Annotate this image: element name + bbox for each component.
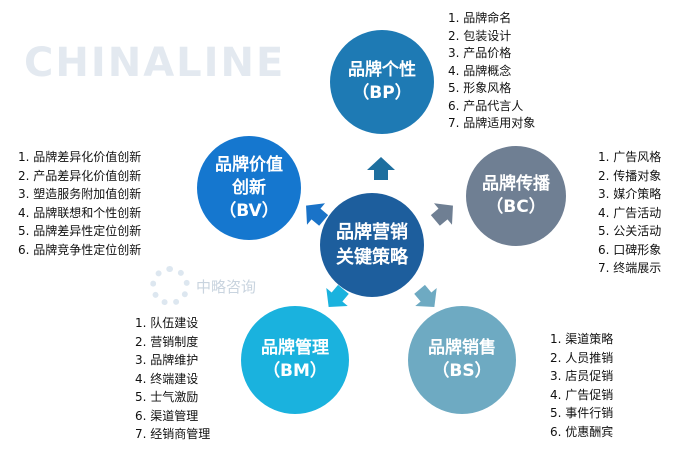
watermark-logo [150,266,190,306]
list-bv: 1. 品牌差异化价值创新 2. 产品差异化价值创新 3. 塑造服务附加值创新 4. 品… [18,148,141,259]
list-item: 6. 品牌竞争性定位创新 [18,242,142,257]
node-bp-label: 品牌个性（BP） [348,60,416,103]
list-item: 4. 广告促销 [550,387,614,402]
node-bc-label: 品牌传播（BC） [482,174,550,217]
list-item: 6. 渠道管理 [135,408,199,423]
list-item: 1. 品牌差异化价值创新 [18,150,142,164]
list-item: 6. 产品代言人 [448,98,524,113]
node-center: 品牌营销关键策略 [320,193,424,297]
list-item: 3. 店员促销 [550,369,614,383]
list-item: 5. 形象风格 [448,81,512,95]
list-item: 1. 广告风格 [598,150,662,164]
node-bs: 品牌销售（BS） [408,306,516,414]
list-item: 4. 品牌联想和个性创新 [18,205,142,220]
node-bs-label: 品牌销售（BS） [428,338,496,381]
list-item: 1. 品牌命名 [448,11,512,25]
list-item: 1. 队伍建设 [135,316,199,330]
center-label: 品牌营销关键策略 [336,222,408,268]
list-bs: 1. 渠道策略 2. 人员推销 3. 店员促销 4. 广告促销 5. 事件行销 6. 优惠… [550,330,613,441]
list-item: 3. 产品价格 [448,46,512,60]
list-bp: 1. 品牌命名 2. 包装设计 3. 产品价格 4. 品牌概念 5. 形象风格 6. 产品… [448,10,535,133]
list-item: 5. 公关活动 [598,224,662,238]
list-item: 7. 品牌适用对象 [448,116,536,130]
list-item: 5. 事件行销 [550,406,614,420]
node-bm-label: 品牌管理（BM） [261,338,329,381]
list-item: 2. 营销制度 [135,334,199,349]
watermark-brand: 中略咨询 [196,278,257,296]
list-bc: 1. 广告风格 2. 传播对象 3. 媒介策略 4. 广告活动 5. 公关活动 6. 口碑… [598,148,661,278]
list-item: 3. 品牌维护 [135,353,199,367]
list-item: 6. 优惠酬宾 [550,424,614,439]
arrow-up-right-icon [430,203,453,226]
node-bc: 品牌传播（BC） [466,146,566,246]
list-bm: 1. 队伍建设 2. 营销制度 3. 品牌维护 4. 终端建设 5. 士气激励 6. 渠道… [135,314,210,444]
node-bp: 品牌个性（BP） [330,30,434,134]
list-item: 4. 终端建设 [135,371,199,386]
list-item: 3. 媒介策略 [598,187,662,201]
list-item: 2. 人员推销 [550,350,614,365]
arrow-down-left-icon [326,284,349,307]
list-item: 2. 包装设计 [448,28,512,43]
list-item: 7. 终端展示 [598,261,662,275]
list-item: 7. 经销商管理 [135,427,211,441]
list-item: 5. 品牌差异性定位创新 [18,224,142,238]
list-item: 3. 塑造服务附加值创新 [18,187,142,201]
node-bv-label: 品牌价值创新（BV） [215,154,283,221]
list-item: 4. 品牌概念 [448,63,512,78]
arrow-down-right-icon [414,284,437,307]
list-item: 2. 产品差异化价值创新 [18,168,142,183]
list-item: 2. 传播对象 [598,168,662,183]
list-item: 4. 广告活动 [598,205,662,220]
node-bv: 品牌价值创新（BV） [197,136,301,240]
node-bm: 品牌管理（BM） [241,306,349,414]
arrow-up-icon [367,157,395,180]
list-item: 6. 口碑形象 [598,242,662,257]
arrow-up-left-icon [306,203,329,226]
list-item: 1. 渠道策略 [550,332,614,346]
watermark-text: CHINALINE [24,40,286,86]
list-item: 5. 士气激励 [135,390,199,404]
